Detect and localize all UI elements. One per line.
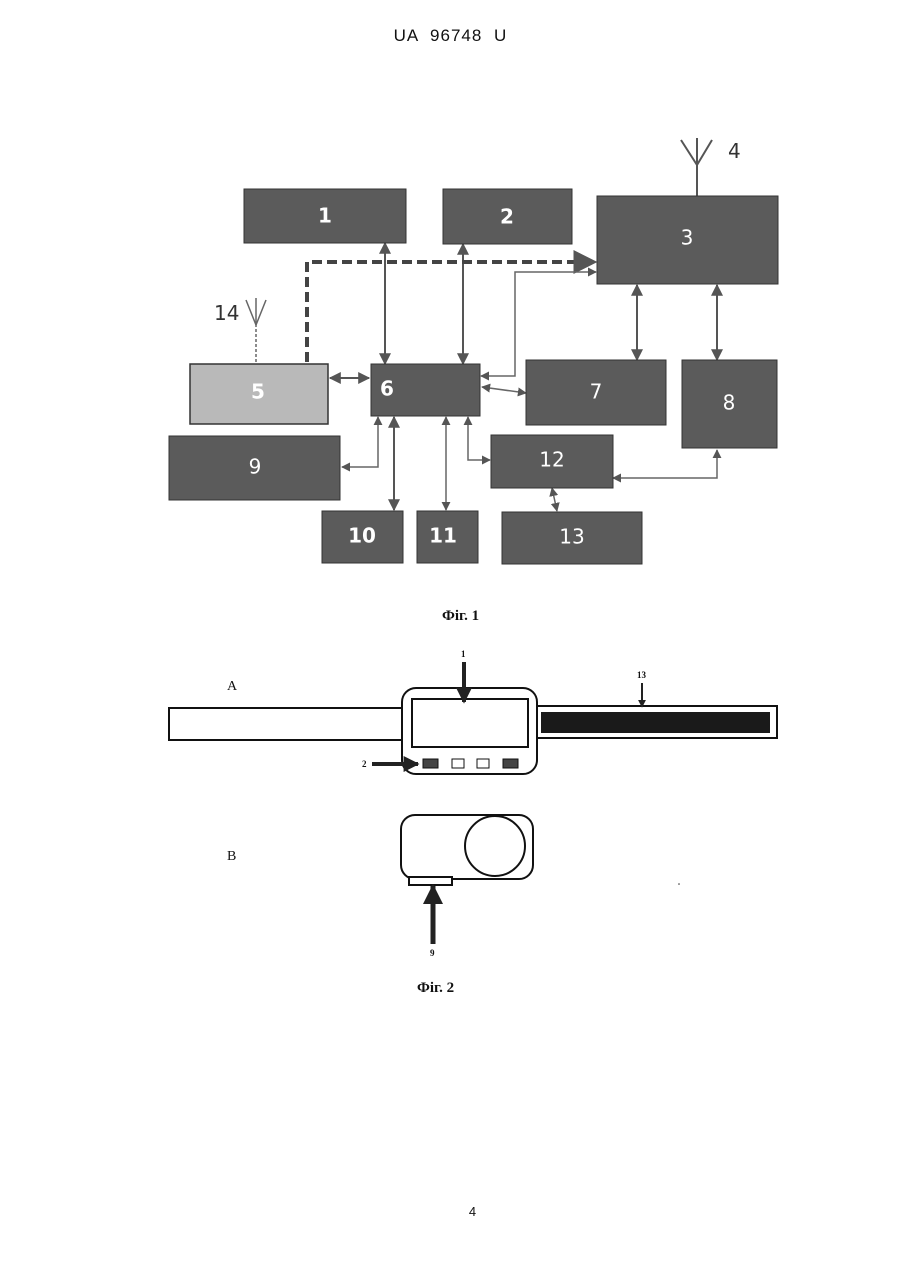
dashed-bus: [307, 262, 595, 362]
button-2: [452, 759, 464, 768]
callout-2-label: 2: [362, 759, 367, 769]
button-4: [503, 759, 518, 768]
block-12: 12: [491, 435, 613, 488]
antenna-14-icon: [246, 298, 266, 362]
block-2: 2: [443, 189, 572, 244]
block-1: 1: [244, 189, 406, 243]
svg-text:9: 9: [249, 455, 262, 479]
block-6: 6: [371, 364, 480, 416]
callout-13-label: 13: [637, 670, 647, 680]
block-13: 13: [502, 512, 642, 564]
link-12-13: [552, 488, 557, 511]
fig2-caption: Фіг. 2: [417, 980, 454, 997]
callout-9-label: 9: [430, 948, 435, 958]
strip-display: [541, 712, 770, 733]
device-screen: [412, 699, 528, 747]
fig2-view-a: A 1 2 13: [169, 649, 777, 774]
link-6-7: [482, 387, 526, 393]
block-8: 8: [682, 360, 777, 448]
link-6-12: [468, 417, 490, 460]
svg-text:11: 11: [429, 524, 457, 548]
button-1: [423, 759, 438, 768]
link-6-9: [342, 417, 378, 467]
antenna-4-label: 4: [728, 139, 741, 163]
view-a-label: A: [227, 679, 238, 694]
link-8-12: [613, 450, 717, 478]
left-strap: [169, 708, 403, 740]
svg-text:2: 2: [500, 205, 514, 229]
block-11: 11: [417, 511, 478, 563]
svg-text:7: 7: [590, 380, 603, 404]
block-3: 3: [597, 196, 778, 284]
svg-text:5: 5: [251, 380, 265, 404]
svg-text:13: 13: [559, 525, 584, 549]
fig2-view-b: B 9: [227, 815, 680, 958]
svg-text:6: 6: [380, 377, 394, 401]
fig1-block-diagram: 4 14 1 2 3 5 6: [169, 138, 778, 564]
svg-text:1: 1: [318, 204, 332, 228]
svg-text:8: 8: [723, 391, 736, 415]
antenna-4-icon: [681, 138, 712, 196]
bottom-port: [409, 877, 452, 885]
fig1-caption: Фіг. 1: [442, 608, 479, 625]
block-5: 5: [190, 364, 328, 424]
svg-text:10: 10: [348, 524, 376, 548]
block-7: 7: [526, 360, 666, 425]
callout-1-label: 1: [461, 649, 466, 659]
view-b-label: B: [227, 849, 236, 864]
button-3: [477, 759, 489, 768]
page-number: 4: [0, 1204, 901, 1219]
antenna-14-label: 14: [214, 301, 239, 325]
speck: [678, 883, 680, 885]
svg-text:3: 3: [681, 226, 694, 250]
block-9: 9: [169, 436, 340, 500]
block-10: 10: [322, 511, 403, 563]
svg-text:12: 12: [539, 448, 564, 472]
